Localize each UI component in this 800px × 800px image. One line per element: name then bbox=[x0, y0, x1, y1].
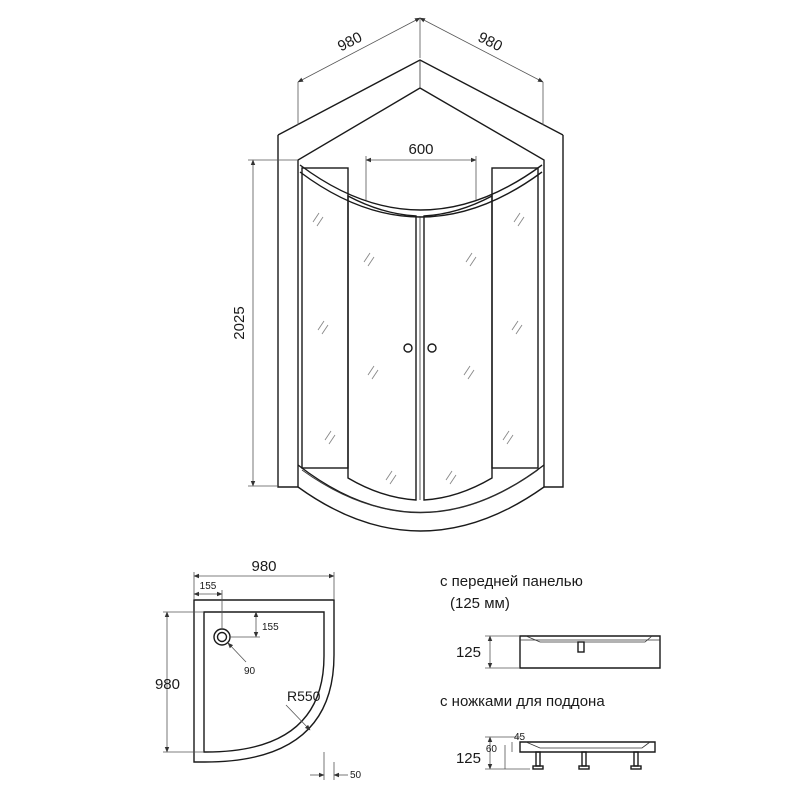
caption-front-panel-note: (125 мм) bbox=[450, 595, 510, 612]
dim-rim: 50 bbox=[350, 770, 362, 781]
tray-edge-bottom bbox=[297, 486, 545, 532]
left-handle bbox=[403, 343, 413, 353]
tray-edge-top bbox=[297, 464, 545, 514]
dim-tray-width: 980 bbox=[251, 558, 276, 575]
left-wall bbox=[277, 135, 298, 488]
left-wall-inner bbox=[297, 87, 421, 487]
dim-tray-depth: 980 bbox=[155, 676, 180, 693]
cabin-front-view: 980 980 600 2025 bbox=[231, 17, 564, 532]
panel-drain bbox=[577, 641, 585, 653]
top-rail bbox=[299, 164, 543, 211]
tray-inner-outline bbox=[203, 611, 325, 753]
drain-inner bbox=[216, 631, 228, 643]
drain-outer bbox=[213, 628, 231, 646]
dim-door-opening: 600 bbox=[408, 141, 433, 158]
right-wall-inner bbox=[419, 87, 545, 487]
legs bbox=[532, 751, 642, 770]
right-wall bbox=[544, 135, 564, 488]
caption-front-panel: с передней панелью bbox=[440, 573, 583, 590]
profile-front-panel: 125 bbox=[456, 635, 661, 669]
panel-body bbox=[519, 635, 661, 669]
dim-width-left: 980 bbox=[335, 29, 365, 56]
caption-legs: с ножками для поддона bbox=[440, 693, 605, 710]
dim-drain-offset-y: 155 bbox=[262, 622, 279, 633]
right-handle bbox=[427, 343, 437, 353]
dim-width-right: 980 bbox=[475, 29, 505, 56]
dim-panel-height: 125 bbox=[456, 644, 481, 661]
right-fixed-panel bbox=[491, 167, 539, 469]
panel-tray-top bbox=[525, 635, 653, 643]
dim-drain-offset-x: 155 bbox=[200, 581, 217, 592]
dim-height: 2025 bbox=[231, 306, 248, 339]
wall-top-edge bbox=[277, 59, 564, 136]
dim-radius: R550 bbox=[287, 688, 321, 704]
dim-legs-height: 125 bbox=[456, 750, 481, 767]
left-door bbox=[347, 194, 417, 501]
left-fixed-panel bbox=[301, 167, 349, 469]
profile-legs: 125 60 45 bbox=[456, 732, 656, 770]
right-door bbox=[423, 194, 493, 501]
dim-legs-h2: 45 bbox=[514, 732, 526, 743]
top-rail-inner bbox=[299, 171, 543, 218]
bottom-rail bbox=[301, 469, 539, 513]
dim-legs-h1: 60 bbox=[486, 744, 498, 755]
tray-plan-view: 980 155 155 90 R550 980 50 bbox=[155, 558, 362, 781]
glass-reflections bbox=[312, 212, 525, 485]
dim-drain-diameter: 90 bbox=[244, 666, 256, 677]
legs-tray-body bbox=[519, 741, 656, 753]
tray-outline bbox=[193, 599, 335, 763]
